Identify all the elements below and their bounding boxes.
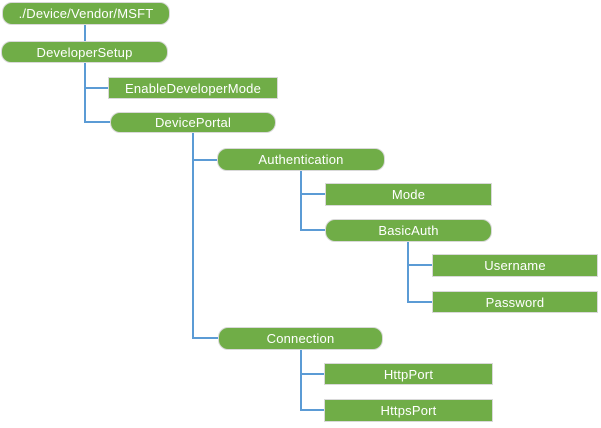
connector-branch-connection — [192, 337, 219, 339]
tree-node-connection: Connection — [218, 327, 383, 350]
connector-branch-httpport — [300, 373, 325, 375]
connector-deviceportal-trunk — [192, 133, 194, 339]
tree-node-deviceportal: DevicePortal — [110, 112, 276, 133]
tree-node-device-vendor-msft: ./Device/Vendor/MSFT — [2, 2, 170, 25]
connector-basicauth-trunk — [407, 242, 409, 303]
connector-branch-password — [407, 301, 433, 303]
connector-branch-enabledevelopermode — [84, 87, 109, 89]
connector-connection-trunk — [300, 350, 302, 411]
tree-node-basicauth: BasicAuth — [325, 219, 492, 242]
connector-branch-authentication — [192, 159, 218, 161]
tree-node-mode: Mode — [325, 183, 492, 206]
connector-branch-basicauth — [300, 229, 326, 231]
tree-node-enabledevelopermode: EnableDeveloperMode — [108, 77, 278, 99]
tree-node-httpsport: HttpsPort — [324, 399, 493, 422]
connector-msft-to-developersetup — [84, 25, 86, 41]
connector-branch-deviceportal — [84, 121, 111, 123]
connector-branch-mode — [300, 193, 326, 195]
connector-authentication-trunk — [300, 171, 302, 231]
tree-node-httpport: HttpPort — [324, 363, 493, 385]
connector-branch-username — [407, 264, 433, 266]
tree-node-developersetup: DeveloperSetup — [1, 41, 168, 63]
tree-node-authentication: Authentication — [217, 148, 385, 171]
tree-node-password: Password — [432, 291, 598, 313]
connector-branch-httpsport — [300, 409, 325, 411]
tree-node-username: Username — [432, 254, 598, 277]
connector-developersetup-trunk — [84, 63, 86, 123]
